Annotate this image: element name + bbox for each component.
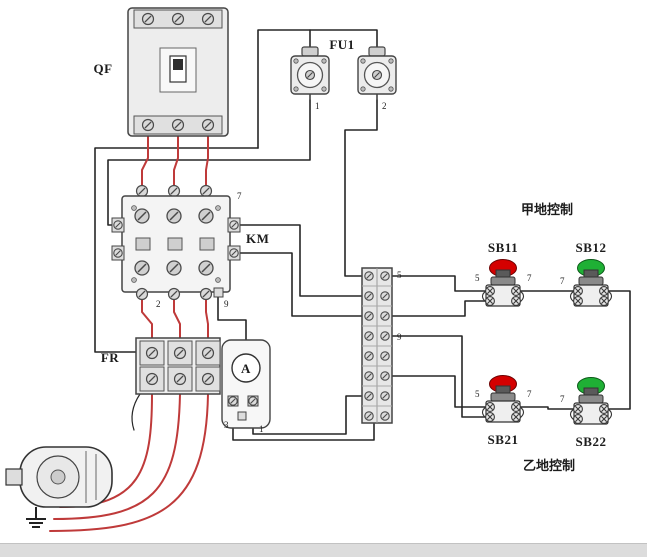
terminal-block: 5 9 [361,267,402,424]
pushbutton-sb22 [571,377,612,425]
fuse-2 [357,46,397,104]
fuse-1 [290,46,330,104]
wire-block-sb11-top [391,275,487,292]
motor-shaft [5,468,23,486]
wire-block-sb21-top [391,375,487,408]
wire-sb21-sb22 [519,406,575,410]
wire-fuse2-out [344,99,378,277]
wire-km-aux1 [237,224,363,297]
motor [5,446,113,528]
site-b-label: 乙地控制 [523,458,575,473]
page-bottom-strip [0,543,647,557]
site-b-controls: 5 7 7 SB21 SB22 乙地控制 [475,375,612,473]
wire-fuse-feed [257,29,378,149]
sb22-label: SB22 [576,434,607,449]
sb21-label: SB21 [488,432,519,447]
fuse1-number: 1 [315,101,320,111]
qf-label: QF [93,61,112,76]
ammeter-dial [231,353,261,383]
wire-qf-km-3 [205,135,209,191]
meter-pin-left: 3 [224,420,229,430]
sb11-label: SB11 [488,240,518,255]
contactor-km: KM 7 2 9 [111,184,269,309]
wire-fr-tail [131,393,141,431]
sb21-pin-left: 5 [475,389,480,399]
block-pin-mid: 9 [397,332,402,342]
wire-fr-motor-2 [53,393,181,520]
km-pin-top-right: 7 [237,191,242,201]
km-label: KM [246,231,269,246]
km-pin-bottom-left: 2 [156,299,161,309]
sb11-pin-right: 7 [527,273,532,283]
wire-km-fr-3 [205,298,209,339]
ammeter-label: A [241,361,251,376]
fuse-group-fu1: FU1 1 2 [290,37,397,111]
wire-km-meter [217,296,247,341]
km-pin-bottom-right: 9 [224,299,229,309]
sb12-pin-left: 7 [560,276,565,286]
circuit-breaker-qf: QF [93,7,229,137]
sb22-pin-left: 7 [560,394,565,404]
wire-block-sb21-bot [391,335,487,418]
control-wires [94,29,631,441]
pushbutton-sb12 [571,259,612,307]
wire-km-fr-2 [173,298,181,339]
sb21-pin-right: 7 [527,389,532,399]
block-pin-top: 5 [397,270,402,280]
fr-label: FR [101,350,119,365]
wire-qf-km-2 [173,135,179,191]
sb12-label: SB12 [576,240,607,255]
ammeter-panel: A 3 1 [221,339,271,434]
site-a-controls: 甲地控制 SB11 SB12 5 7 7 [475,202,612,306]
wire-left-run [94,147,259,353]
wire-sb12-right-down [607,290,631,410]
wire-km-aux2 [237,252,363,317]
diagram-canvas: QF FU1 1 2 KM 7 2 9 [5,7,631,532]
wire-block-sb11-bot [391,300,487,317]
pushbutton-sb21 [483,375,524,423]
fuse2-number: 2 [382,101,387,111]
sb11-pin-left: 5 [475,273,480,283]
pushbutton-sb11 [483,259,524,307]
meter-pin-right: 1 [259,424,264,434]
site-a-label: 甲地控制 [521,202,573,217]
wire-fr-motor-3 [49,393,209,532]
ground-symbol [26,507,46,528]
wire-km-fr-1 [141,298,153,339]
wire-qf-km-1 [141,135,149,191]
thermal-relay-fr: FR [101,337,221,395]
fu1-label: FU1 [329,37,354,52]
wire-fuse1-out [107,99,311,226]
